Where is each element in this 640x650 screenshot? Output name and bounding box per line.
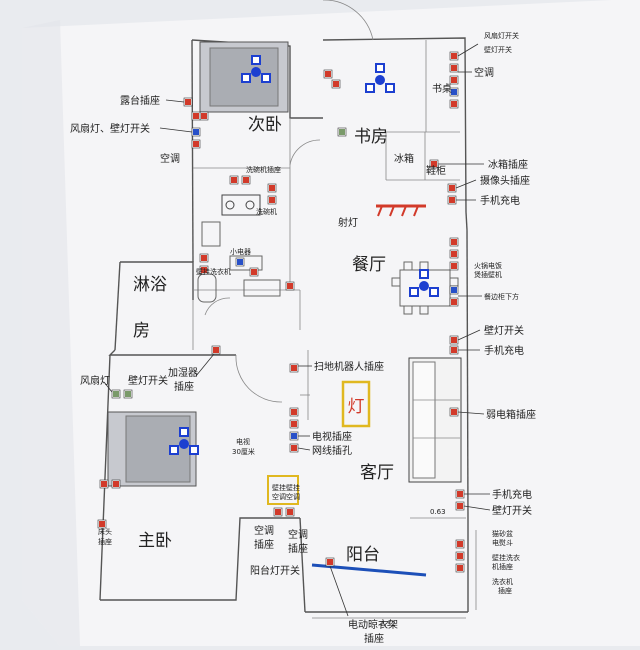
label-wall-lamp-switch: 壁灯开关 [484, 45, 512, 54]
room-study: 书房 [354, 127, 388, 147]
label-dishwasher: 洗碗机 [256, 207, 277, 216]
label-washer-socket-1: 壁挂洗衣 [492, 553, 520, 562]
center-lamp-box [341, 380, 371, 428]
label-ac-socket-master: 空调 [254, 524, 274, 537]
label-sideboard: 餐边柜下方 [484, 292, 519, 301]
label-bedside-switch-1b: 空调 [272, 492, 286, 501]
stove [221, 194, 261, 216]
label-fan-wall-switch: 风扇灯、壁灯开关 [70, 122, 150, 135]
label-wall-switch-master: 壁灯开关 [128, 374, 168, 387]
label-tv: 电视 [236, 437, 250, 446]
fridge-label: 冰箱 [394, 152, 414, 165]
dishwasher-box [243, 279, 281, 297]
label-washer-socket-1b: 机插座 [492, 562, 513, 571]
label-hotpot-socket: 火锅电饭 [474, 261, 502, 270]
room-balcony: 阳台 [346, 545, 380, 565]
label-dryer-socket: 电动晾衣架 [348, 618, 398, 631]
label-phone-charge-2: 手机充电 [484, 344, 524, 357]
label-tv-height: 30厘米 [232, 447, 255, 456]
label-phone-charge-3: 手机充电 [492, 488, 532, 501]
sofa [408, 357, 462, 483]
label-ac-socket-master-2: 插座 [254, 538, 274, 551]
label-bedside: 床头 [98, 527, 112, 536]
label-wall-switch-2: 壁灯开关 [492, 504, 532, 517]
room-shower-1: 淋浴 [133, 275, 167, 295]
label-bedside-switch-2: 壁挂 [286, 483, 300, 492]
label-camera-socket: 摄像头插座 [480, 174, 530, 187]
room-second-bedroom: 次卧 [248, 115, 282, 135]
paper-sheet [22, 0, 640, 646]
label-ac-socket-living-2: 插座 [288, 542, 308, 555]
room-shower-2: 房 [133, 321, 150, 341]
label-balcony-lamp-switch: 阳台灯开关 [250, 564, 300, 577]
label-bedside-switch-1: 壁挂 [272, 483, 286, 492]
label-humidifier-2: 插座 [174, 380, 194, 393]
label-phone-charge-1: 手机充电 [480, 194, 520, 207]
label-dishwasher-socket: 洗碗机插座 [246, 165, 281, 174]
label-humidifier: 加湿器 [168, 367, 198, 379]
ceiling-fan-icon [169, 427, 199, 455]
label-washer-socket-2b: 插座 [498, 586, 512, 595]
wall-ac-switch-box [267, 475, 299, 505]
leader-lines [103, 43, 491, 617]
label-spotlight: 射灯 [338, 217, 358, 229]
label-dim-252: 2.52 [380, 620, 396, 628]
label-hotpot-socket-2: 煲插壁机 [474, 270, 502, 279]
room-dining: 餐厅 [352, 255, 386, 275]
label-balcony-socket: 露台插座 [120, 94, 160, 107]
label-dim-063: 0.63 [430, 508, 446, 516]
desk-label: 书桌 [432, 82, 452, 95]
shoe-cabinet-label: 鞋柜 [426, 164, 446, 177]
room-master-bedroom: 主卧 [138, 531, 172, 551]
room-living: 客厅 [360, 463, 394, 483]
kitchen-sink [201, 221, 221, 247]
balcony-drying-rail [311, 563, 427, 577]
label-small-kitchen: 小电器 [230, 247, 251, 256]
label-fan-lamp-switch: 风扇灯开关 [484, 31, 519, 40]
label-bedside-2: 插座 [98, 537, 112, 546]
label-ac-second: 空调 [160, 152, 180, 165]
label-bedside-switch-2b: 空调 [286, 492, 300, 501]
center-lamp-label: 灯 [348, 397, 365, 417]
label-ac-study: 空调 [474, 66, 494, 79]
label-fridge-socket: 冰箱插座 [488, 158, 528, 171]
label-litter-box-2: 电熨斗 [492, 538, 513, 547]
label-tv-socket: 电视插座 [312, 430, 352, 443]
label-ac-socket-living: 空调 [288, 528, 308, 541]
label-wall-washer: 壁挂洗衣机 [196, 267, 231, 276]
label-washer-socket-2: 洗衣机 [492, 577, 513, 586]
ceiling-fan-icon [365, 63, 395, 93]
label-fan-lamp-master: 风扇灯 [80, 374, 110, 387]
label-wall-switch-1: 壁灯开关 [484, 324, 524, 337]
ceiling-fan-icon [241, 55, 271, 83]
walls [99, 0, 477, 619]
sockets [97, 51, 465, 573]
label-litter-box: 猫砂盆 [492, 529, 513, 538]
label-network-port: 网线插孔 [312, 444, 352, 457]
label-dryer-socket-2: 插座 [364, 632, 384, 645]
ceiling-fan-icon [409, 269, 439, 297]
label-weak-box-socket: 弱电箱插座 [486, 408, 536, 421]
label-sweeper-socket: 扫地机器人插座 [314, 360, 384, 373]
